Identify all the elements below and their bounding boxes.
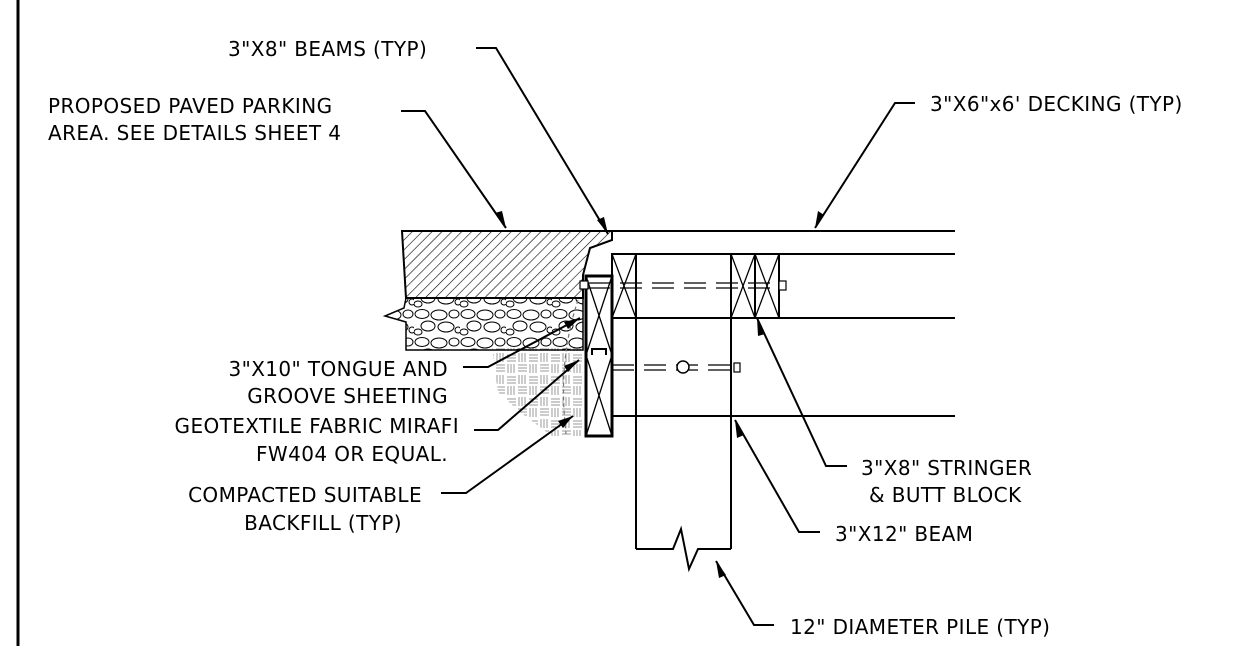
pile	[635, 318, 732, 573]
lower-bolt	[612, 360, 741, 374]
label-sheeting-line2: GROOVE SHEETING	[247, 384, 448, 408]
label-paved-line2: AREA. SEE DETAILS SHEET 4	[48, 121, 341, 145]
backfill-area	[492, 348, 583, 436]
geotextile-fabric-line	[562, 299, 579, 435]
label-pile: 12" DIAMETER PILE (TYP)	[790, 615, 1050, 639]
label-beams: 3"X8" BEAMS (TYP)	[228, 37, 427, 61]
decking-boards	[612, 230, 955, 255]
label-decking: 3"X6"x6' DECKING (TYP)	[930, 92, 1183, 116]
label-stringer-line2: & BUTT BLOCK	[869, 483, 1022, 507]
beam-3x8-blocks	[611, 253, 780, 319]
label-stringer-line1: 3"X8" STRINGER	[861, 456, 1032, 480]
gravel-base-layer	[382, 297, 584, 351]
label-geotextile-line2: FW404 OR EQUAL.	[256, 442, 448, 466]
label-paved-line1: PROPOSED PAVED PARKING	[48, 94, 332, 118]
upper-bolt	[579, 280, 787, 291]
pavement-layer	[400, 230, 613, 299]
label-beam12: 3"X12" BEAM	[835, 522, 973, 546]
label-geotextile-line1: GEOTEXTILE FABRIC MIRAFI	[175, 414, 459, 438]
leader-arrowheads[interactable]	[495, 211, 824, 578]
label-sheeting-line1: 3"X10" TONGUE AND	[228, 357, 448, 381]
leader-lines	[401, 47, 915, 626]
label-backfill-line2: BACKFILL (TYP)	[244, 511, 402, 535]
tongue-and-groove-sheeting	[584, 274, 614, 438]
label-backfill-line1: COMPACTED SUITABLE	[188, 483, 422, 507]
